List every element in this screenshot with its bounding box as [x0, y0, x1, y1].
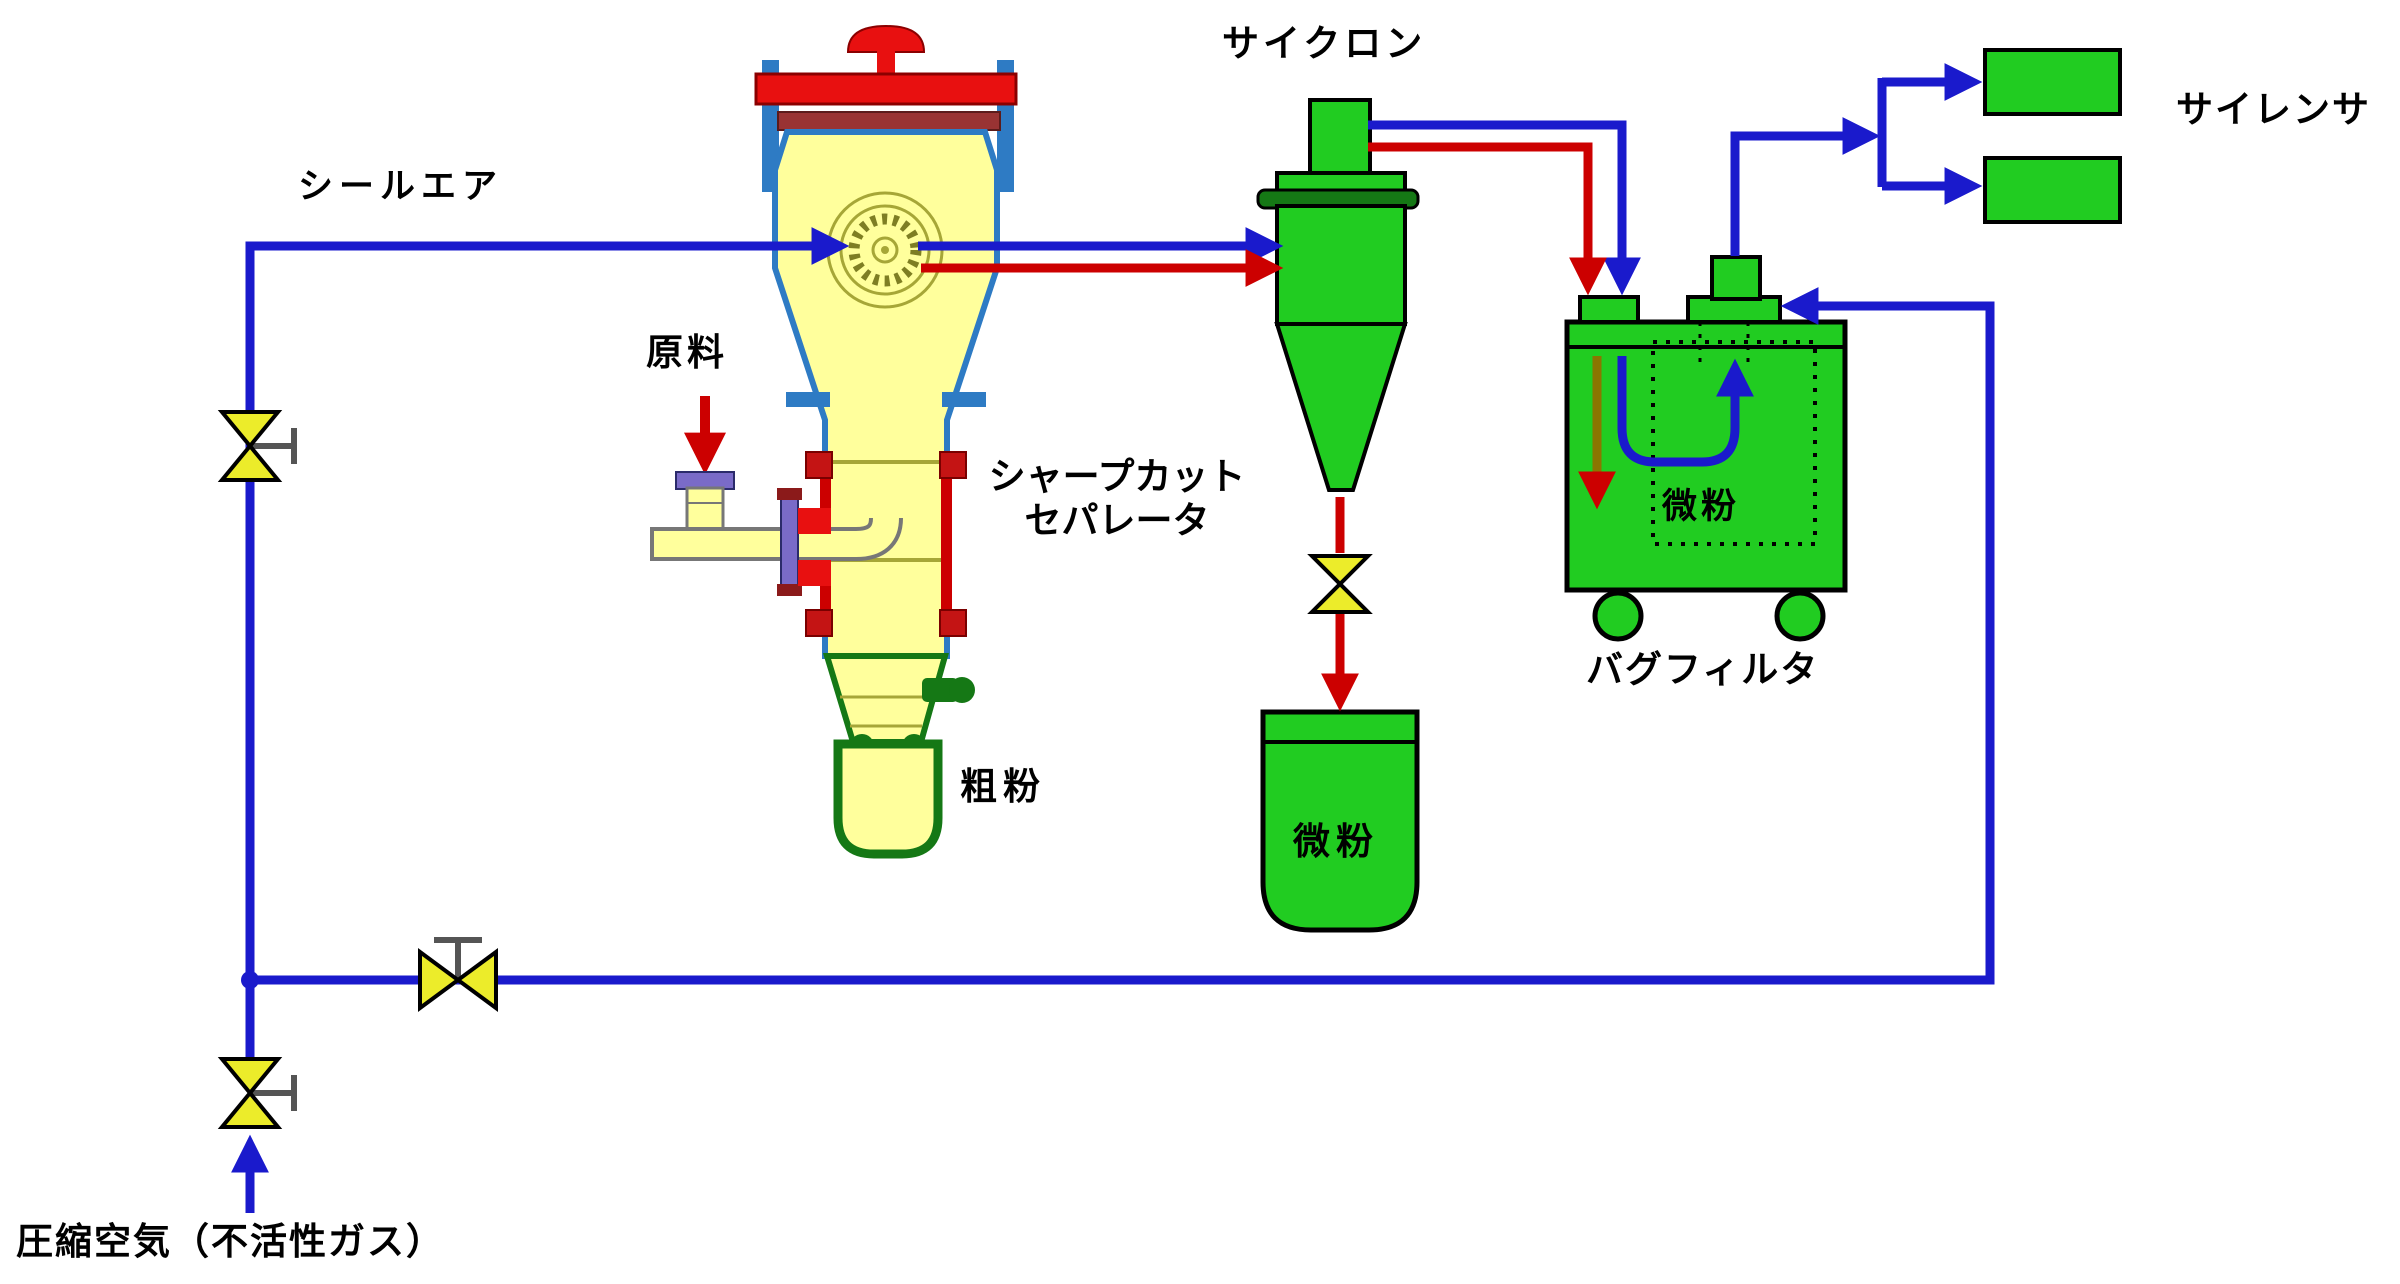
label-coarse-powder: 粗粉	[960, 766, 1046, 807]
flange	[805, 451, 833, 479]
feed-top-flange	[675, 471, 735, 490]
cone-side-fitting-icon	[922, 678, 958, 702]
silencer-bottom	[1983, 156, 2122, 224]
bag-filter-outlet-port	[1710, 255, 1762, 301]
separator-left-wing	[786, 392, 830, 407]
column-right-strip	[941, 455, 952, 637]
flange	[939, 451, 967, 479]
flange	[805, 609, 833, 637]
fine-powder-container	[1260, 709, 1420, 933]
feed-wall-flange	[780, 493, 799, 591]
cyclone-outlet-pipe	[1308, 98, 1372, 177]
bag-filter-outlet-base	[1686, 295, 1782, 324]
compressed-air-valve	[217, 1057, 297, 1129]
label-bag-filter: バグフィルタ	[1586, 649, 1820, 690]
cyclone	[1256, 98, 1420, 492]
cyclone-to-bagfilter-powder	[1368, 142, 1607, 296]
seal-air-valve	[217, 410, 297, 482]
label-fine-powder-container: 微粉	[1293, 821, 1379, 862]
pipe-junction-dot	[241, 971, 259, 989]
sharp-cut-separator	[754, 24, 1018, 859]
label-silencer: サイレンサ	[2176, 89, 2371, 130]
wall-bracket	[798, 508, 831, 534]
wall-flange-cap	[777, 488, 802, 500]
bypass-loop-line	[250, 287, 1995, 985]
label-separator: シャープカット セパレータ	[952, 455, 1282, 544]
bag-filter-inlet-port	[1578, 295, 1640, 324]
cyclone-cone	[1274, 322, 1408, 492]
separator-lid-band	[777, 111, 1001, 131]
cyclone-discharge-valve	[1307, 554, 1373, 614]
separator-right-wing	[942, 392, 986, 407]
cone-section-lines	[840, 695, 932, 728]
label-seal-air: シールエア	[298, 167, 504, 206]
label-cyclone: サイクロン	[1222, 23, 1427, 64]
bag-filter-wheel	[1774, 590, 1826, 642]
raw-material-feed	[650, 396, 903, 596]
valves	[217, 410, 1373, 1129]
label-compressed-air: 圧縮空気（不活性ガス）	[16, 1221, 445, 1262]
cyclone-body	[1275, 204, 1407, 326]
coarse-powder-pot	[833, 739, 943, 859]
separator-handwheel-stem	[877, 48, 895, 78]
feed-horizontal-pipe	[650, 517, 899, 557]
seal-air-line	[245, 227, 850, 980]
bag-filter	[1564, 255, 1848, 642]
separator-lid	[754, 72, 1018, 106]
bag-filter-wheel	[1592, 590, 1644, 642]
label-separator-line2: セパレータ	[1024, 500, 1210, 542]
separator-handwheel-icon	[846, 24, 926, 53]
bag-filter-body	[1564, 319, 1848, 593]
cyclone-to-bagfilter-air	[1368, 120, 1641, 296]
air-piping	[231, 63, 1995, 1213]
label-separator-line1: シャープカット	[988, 456, 1246, 497]
air-u-turn-line	[1617, 356, 1754, 467]
filter-bag-dotted	[1651, 340, 1817, 546]
label-fine-powder-bag: 微粉	[1662, 487, 1741, 526]
bypass-valve	[418, 937, 498, 1012]
flange	[939, 609, 967, 637]
wall-bracket	[798, 560, 831, 586]
label-raw-material: 原料	[646, 332, 728, 373]
cone-side-fitting-knob	[949, 677, 975, 703]
bagfilter-to-silencer-line	[1730, 117, 1881, 256]
powder-piping	[921, 142, 1607, 712]
wall-flange-cap	[777, 584, 802, 596]
silencer-top	[1983, 48, 2122, 116]
